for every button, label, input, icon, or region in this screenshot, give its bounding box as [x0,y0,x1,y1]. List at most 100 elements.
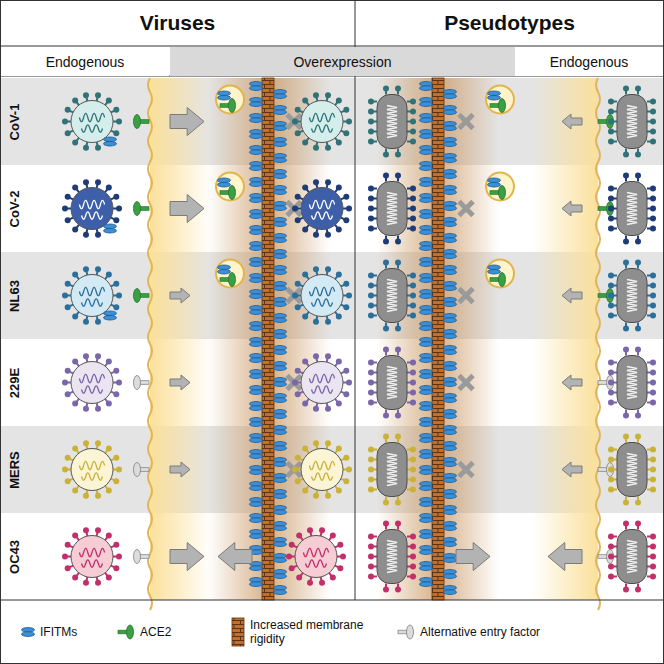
ifitm-symbol [250,322,263,331]
ifitm-helix [218,182,231,187]
ifitm-symbol [444,362,457,371]
rigid-membrane [262,78,274,600]
ifitm-helix [420,306,433,311]
spike-head [65,217,71,223]
ifitm-helix [250,146,263,151]
pseudotype-body [377,95,407,149]
spike-head [608,206,614,212]
ifitm-helix [250,434,263,439]
ifitm-helix [250,118,263,123]
ifitm-helix [250,354,263,359]
genome [387,541,397,573]
ifitm-helix [250,374,263,379]
entry-arrow [170,288,190,303]
ifitm-helix [274,238,287,243]
ifitm-helix [420,290,433,295]
spike-head [635,587,641,593]
spike-head [113,391,119,397]
ifitm-helix [444,142,457,147]
ifitm-helix [420,546,433,551]
block-cross [459,376,473,390]
ifitm-helix [444,574,457,579]
ifitm-helix [274,446,287,451]
pseudotype [608,434,656,506]
ifitm-helix [444,286,457,291]
spike-head [292,467,298,473]
spike-head [95,179,101,185]
ace2-symbol [134,115,150,129]
spike-head [295,478,301,484]
ifitm-symbol [274,202,287,211]
spike-head [95,319,101,325]
ifitm-helix [274,250,287,255]
ifitm-helix [420,518,433,523]
ifitm-helix [420,242,433,247]
spike-head [650,303,656,309]
ifitm-helix [444,186,457,191]
vesicle [486,173,514,201]
ifitm-symbol [104,137,117,146]
pseudotype [368,347,416,419]
spike-head [62,467,68,473]
entry-arrow [170,195,204,223]
spike-head [72,271,78,277]
ifitm-helix [274,570,287,575]
genome [309,287,334,306]
ifitm-symbol [420,146,433,155]
spike-head [650,129,656,135]
ifitm-symbol [250,82,263,91]
row-label: CoV-2 [6,165,22,252]
spike-head [295,130,301,136]
ifitm-helix [444,126,457,131]
ifitm-helix [444,318,457,323]
spike-head [336,271,342,277]
ifitm-helix [420,422,433,427]
ace2-symbol [598,115,614,129]
ace2-symbol [598,289,614,303]
grid-line [0,600,664,601]
spike-head [65,281,71,287]
virus [292,266,352,325]
ifitm-symbol [274,298,287,307]
ifitm-symbol [420,546,433,555]
spike-head [368,360,374,366]
ifitm-helix [274,522,287,527]
ifitm-helix [444,238,457,243]
spike-head [289,565,295,571]
ifitm-helix [250,514,263,519]
receptor-head [607,463,614,477]
ifitm-helix [420,150,433,155]
block-cross [459,289,473,303]
virus [62,179,122,238]
ifitm-helix [420,466,433,471]
spike-head [368,129,374,135]
ifitm-helix [420,550,433,555]
pseudotype-body [617,530,647,584]
entry-arrow [170,543,204,571]
spike-head [302,488,308,494]
ifitm-helix [420,262,433,267]
virus-envelope [71,188,113,230]
ifitm-helix [250,114,263,119]
spike-head [95,353,101,359]
spike-head [113,565,119,571]
ifitm-helix [444,314,457,319]
spike-head [313,319,319,325]
ifitm-symbol [274,186,287,195]
ifitm-helix [274,154,287,159]
ifitm-symbol [444,330,457,339]
cell-membrane [596,78,600,610]
spike-head [62,119,68,125]
vesicle [486,260,514,288]
ifitm-helix [250,450,263,455]
spike-head [635,347,641,353]
spike-head [608,477,614,483]
pseudotype-body [617,269,647,323]
ifitm-symbol [420,354,433,363]
block-cross [287,289,301,303]
ifitm-helix [250,326,263,331]
pseudotype-body [617,443,647,497]
ifitm-symbol [444,586,457,595]
ifitm-symbol [444,490,457,499]
spike-head [650,554,656,560]
